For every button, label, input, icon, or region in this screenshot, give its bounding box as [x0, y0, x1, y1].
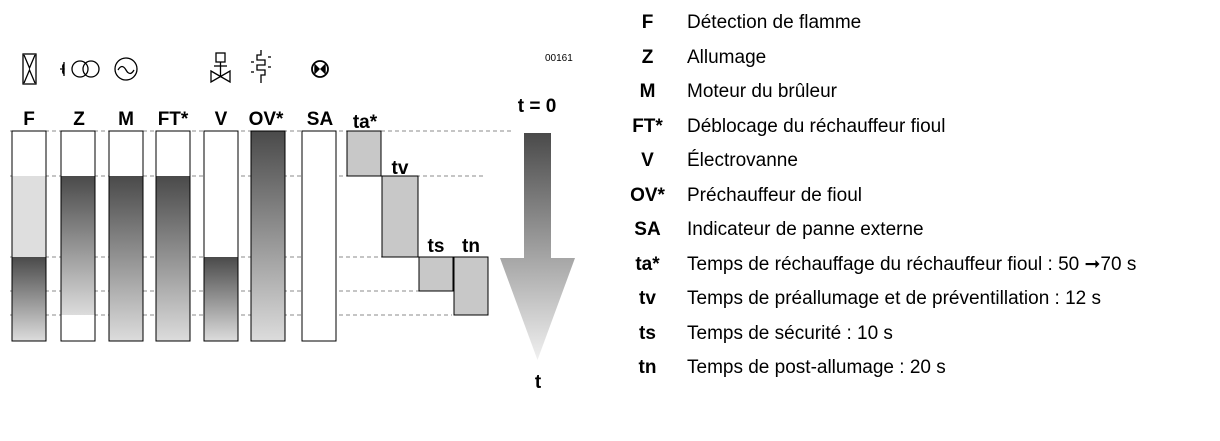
legend: F Détection de flamme Z Allumage M Moteu…: [612, 6, 1136, 386]
bar-FT: [155, 130, 191, 342]
legend-description: Temps de réchauffage du réchauffeur fiou…: [687, 254, 1137, 276]
legend-item: M Moteur du brûleur: [612, 75, 1136, 110]
reference-number: 00161: [545, 53, 573, 64]
phase-box-tn: [453, 256, 489, 316]
legend-item: Z Allumage: [612, 41, 1136, 76]
legend-code: V: [641, 150, 654, 172]
legend-code: F: [641, 12, 654, 34]
legend-item: tv Temps de préallumage et de préventill…: [612, 282, 1136, 317]
phase-label-tv: tv: [392, 158, 409, 179]
legend-code: OV*: [630, 184, 665, 206]
legend-code: SA: [634, 219, 661, 241]
phase-label-ts: ts: [428, 236, 445, 257]
phase-label-tn: tn: [462, 236, 480, 257]
ignition-transformer-icon: [60, 60, 100, 78]
column-label-M: M: [118, 109, 134, 130]
legend-item: ta* Temps de réchauffage du réchauffeur …: [612, 248, 1136, 283]
legend-item: OV* Préchauffeur de fioul: [612, 179, 1136, 214]
motor-icon: [114, 57, 138, 81]
phase-box-ts: [418, 256, 454, 292]
legend-code: Z: [641, 46, 654, 68]
legend-item: FT* Déblocage du réchauffeur fioul: [612, 110, 1136, 145]
legend-code: tn: [638, 357, 657, 379]
bar-V: [203, 130, 239, 342]
oil-preheater-icon: [251, 50, 271, 83]
legend-code: ts: [639, 322, 656, 344]
legend-code: M: [639, 81, 656, 103]
column-label-Z: Z: [73, 109, 85, 130]
flame-detector-icon: [22, 53, 37, 85]
legend-code: FT*: [632, 115, 663, 137]
time-start-label: t = 0: [518, 96, 557, 117]
bar-SA: [301, 130, 337, 342]
time-axis-label: t: [535, 372, 542, 393]
legend-code: ta*: [635, 253, 660, 275]
legend-description: Allumage: [687, 46, 767, 68]
legend-description: Temps de post-allumage : 20 s: [687, 357, 946, 379]
solenoid-valve-icon: [210, 52, 231, 84]
column-label-FT: FT*: [158, 109, 189, 130]
phase-label-ta: ta*: [353, 112, 378, 133]
external-fault-indicator-icon: [311, 60, 329, 78]
legend-item: V Électrovanne: [612, 144, 1136, 179]
legend-description: Détection de flamme: [687, 12, 862, 34]
phase-box-ta: [346, 130, 382, 177]
legend-description: Temps de sécurité : 10 s: [687, 322, 893, 344]
column-label-SA: SA: [307, 109, 334, 130]
column-label-OV: OV*: [249, 109, 284, 130]
legend-code: tv: [639, 288, 656, 310]
legend-description: Préchauffeur de fioul: [687, 184, 862, 206]
time-arrow: [500, 133, 575, 360]
legend-item: tn Temps de post-allumage : 20 s: [612, 351, 1136, 386]
bar-M: [108, 130, 144, 342]
column-label-F: F: [23, 109, 35, 130]
bar-F: [11, 130, 47, 342]
legend-description: Électrovanne: [687, 150, 798, 172]
legend-description: Indicateur de panne externe: [687, 219, 924, 241]
column-label-V: V: [215, 109, 228, 130]
legend-item: F Détection de flamme: [612, 6, 1136, 41]
legend-item: SA Indicateur de panne externe: [612, 213, 1136, 248]
bar-Z: [60, 130, 96, 342]
phase-box-tv: [381, 175, 419, 258]
legend-description: Moteur du brûleur: [687, 81, 837, 103]
sequence-diagram: 00161 F Z M FT* V OV* SA ta* tv: [10, 50, 575, 393]
legend-description: Temps de préallumage et de préventillati…: [687, 288, 1102, 310]
legend-item: ts Temps de sécurité : 10 s: [612, 317, 1136, 352]
legend-description: Déblocage du réchauffeur fioul: [687, 115, 946, 137]
bar-OV: [250, 130, 286, 342]
